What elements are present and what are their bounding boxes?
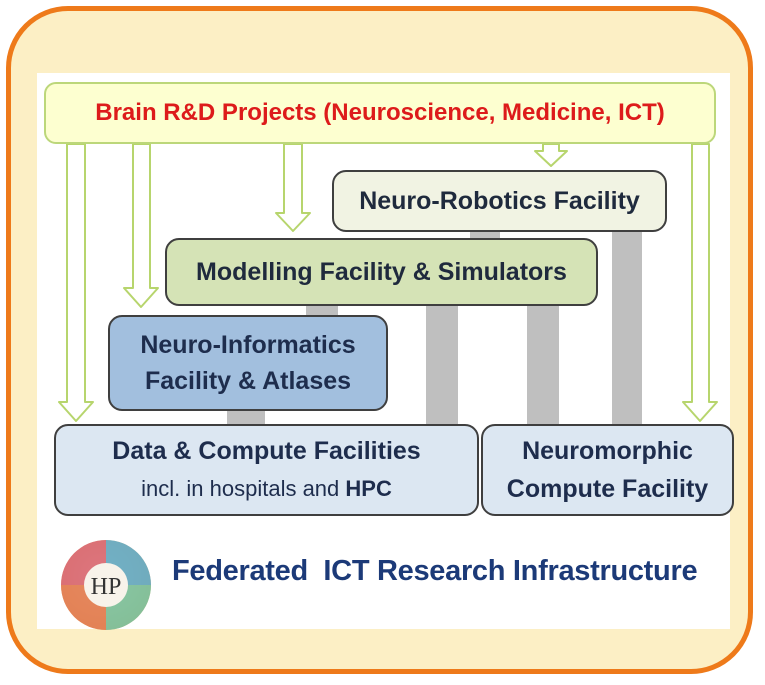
arrow-to-modelling xyxy=(275,143,311,232)
data-compute-hpc: HPC xyxy=(345,476,392,501)
neuro-robotics-label: Neuro-Robotics Facility xyxy=(359,186,640,215)
data-compute-box: Data & Compute Facilities incl. in hospi… xyxy=(54,424,479,516)
connector-modelling-to-neuromorphic xyxy=(527,302,559,428)
arrow-to-neuro-informatics xyxy=(123,143,159,308)
connector-modelling-to-data xyxy=(426,302,458,428)
connector-robotics-to-neuromorphic xyxy=(612,228,642,428)
footer-caption: Federated ICT Research Infrastructure xyxy=(172,555,698,587)
neuro-informatics-line2: Facility & Atlases xyxy=(144,367,352,395)
data-compute-line1: Data & Compute Facilities xyxy=(112,437,421,465)
data-compute-line2: incl. in hospitals and HPC xyxy=(141,470,392,508)
brain-projects-label: Brain R&D Projects (Neuroscience, Medici… xyxy=(95,99,665,126)
connector-modelling-to-informatics xyxy=(306,302,338,319)
arrow-to-neuro-robotics xyxy=(534,143,568,167)
neuro-informatics-line1: Neuro-Informatics xyxy=(140,331,356,359)
data-compute-line2-text: incl. in hospitals and xyxy=(141,476,346,501)
modelling-box: Modelling Facility & Simulators xyxy=(165,238,598,306)
arrow-to-data-compute xyxy=(58,143,94,422)
brain-projects-box: Brain R&D Projects (Neuroscience, Medici… xyxy=(44,82,716,144)
logo-text: HP xyxy=(91,574,122,600)
modelling-label: Modelling Facility & Simulators xyxy=(196,257,567,286)
hbp-brain-logo-icon: HP xyxy=(61,540,151,630)
connector-informatics-to-data xyxy=(227,408,265,428)
neuromorphic-line1: Neuromorphic xyxy=(522,437,693,465)
neuro-robotics-box: Neuro-Robotics Facility xyxy=(332,170,667,232)
arrow-to-neuromorphic xyxy=(682,143,718,422)
neuromorphic-box: Neuromorphic Compute Facility xyxy=(481,424,734,516)
neuro-informatics-box: Neuro-Informatics Facility & Atlases xyxy=(108,315,388,411)
neuromorphic-line2: Compute Facility xyxy=(506,475,709,503)
